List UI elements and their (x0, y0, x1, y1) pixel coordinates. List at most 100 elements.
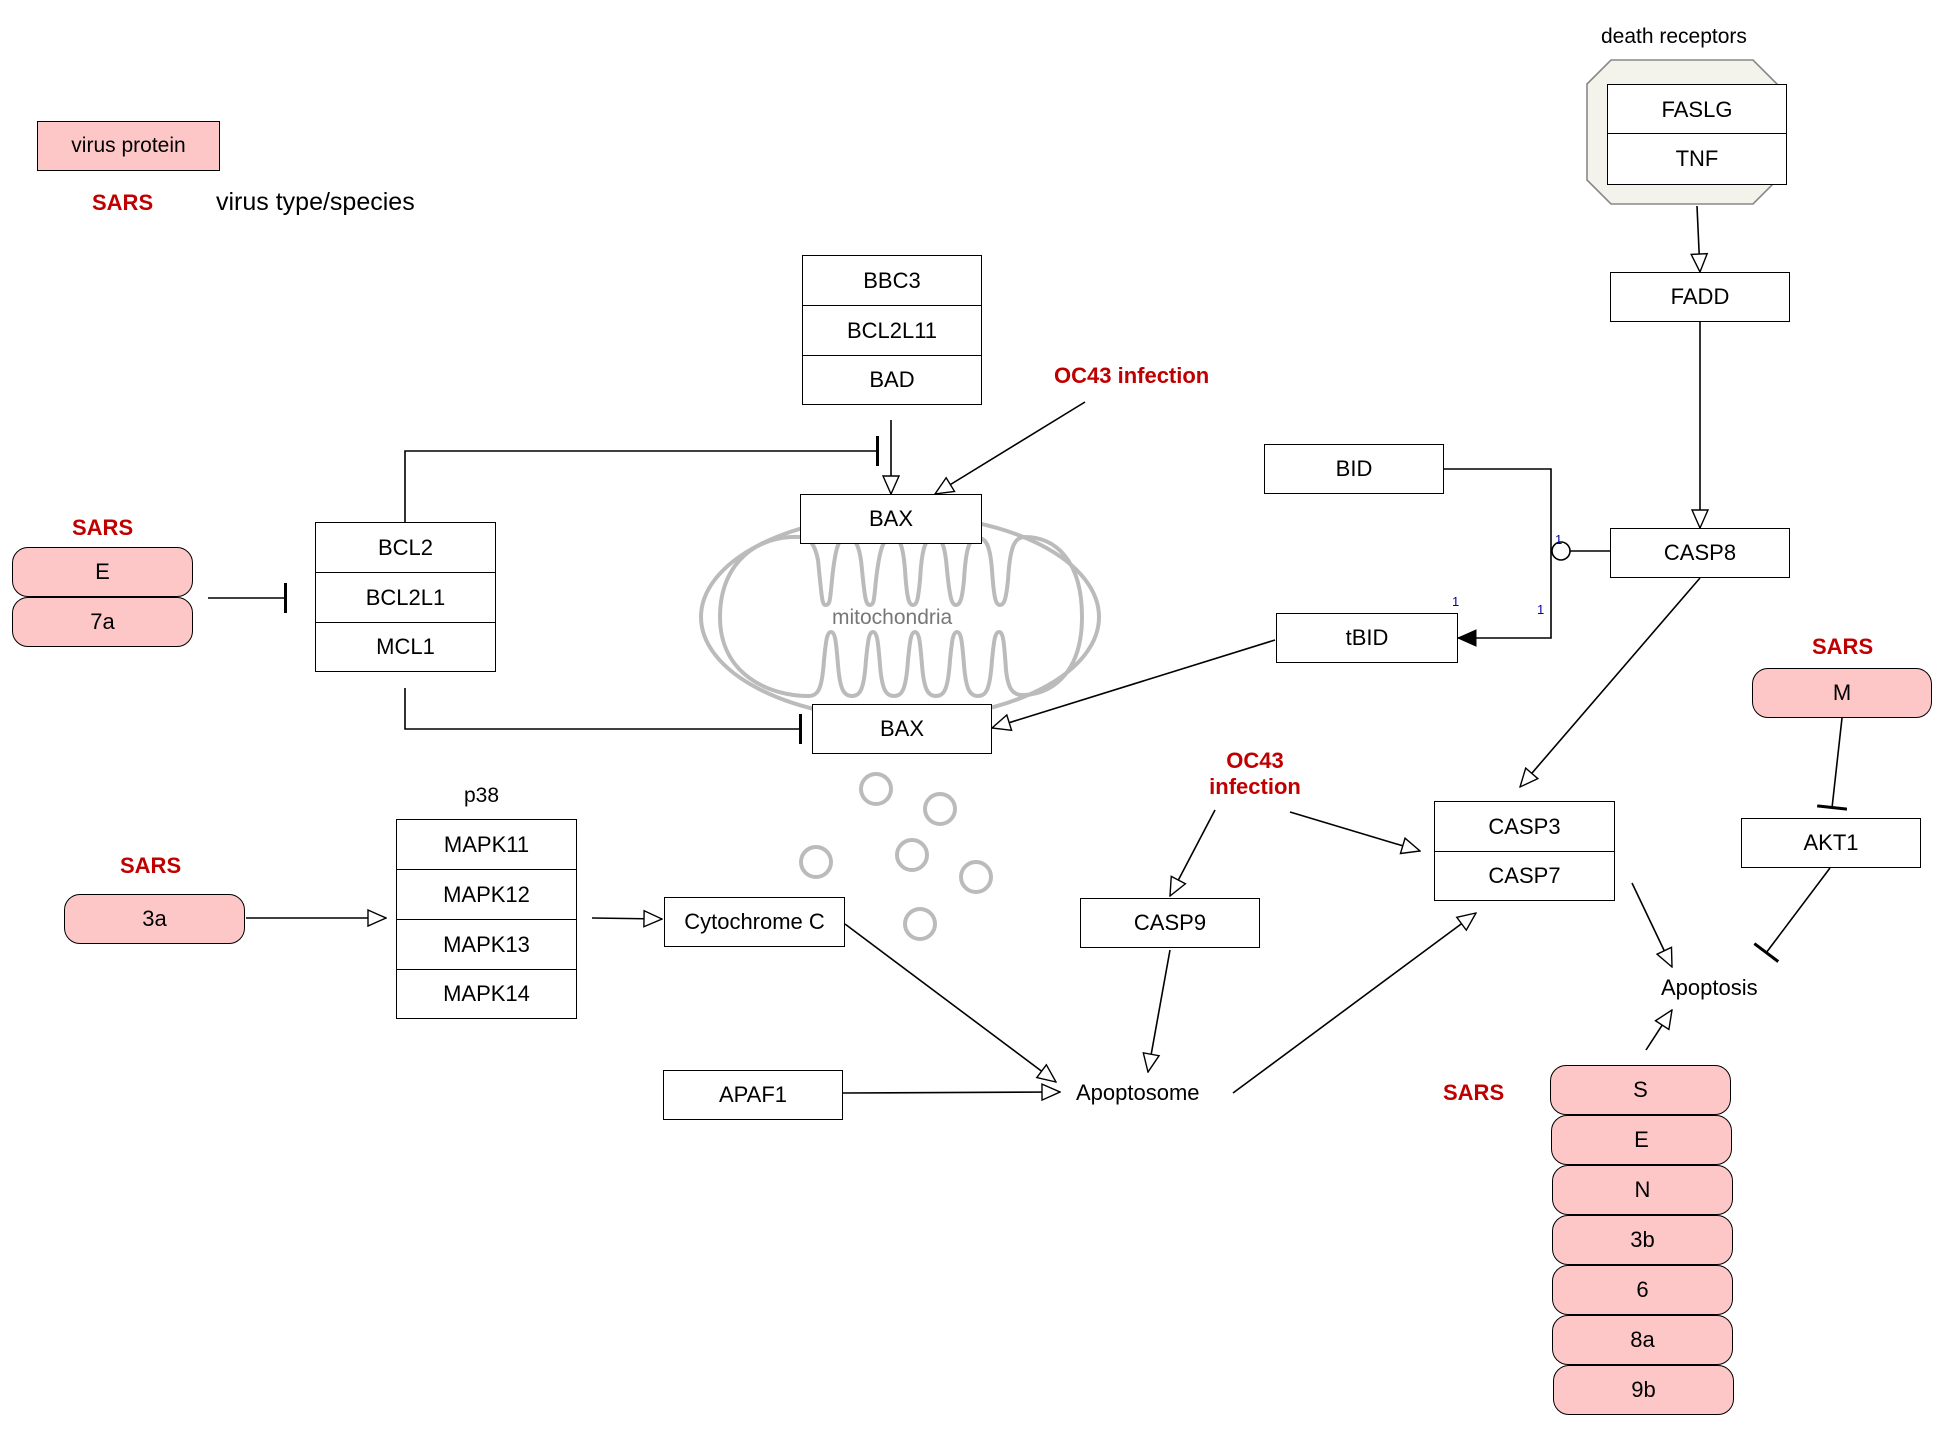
node-casp9: CASP9 (1080, 898, 1260, 948)
node-tnf-label: TNF (1675, 146, 1719, 171)
node-mcl1: MCL1 (315, 622, 496, 672)
virus-protein-3a: 3a (64, 894, 245, 944)
edge-mapk-cytc (591, 918, 662, 919)
legend-virus-protein-box: virus protein (37, 121, 220, 171)
oc43-mid-line1: OC43 (1226, 748, 1284, 773)
node-mapk12-label: MAPK12 (443, 882, 530, 907)
edges (208, 205, 1848, 1093)
oc43-mid-line2: infection (1209, 774, 1301, 799)
edge-akt1-apoptosis (1753, 867, 1831, 963)
edge-m-akt1 (1816, 717, 1848, 811)
node-mapk11-label: MAPK11 (443, 832, 530, 857)
virus-protein-7a: 7a (12, 597, 193, 647)
anchor-number-c: 1 (1537, 602, 1545, 617)
node-mapk13: MAPK13 (396, 919, 577, 971)
virus-protein-n: N (1552, 1165, 1733, 1215)
edge-bid-casp8-node (1551, 541, 1571, 561)
edge-bcl2-bax-top (404, 436, 879, 522)
virus-protein-s: S (1550, 1065, 1731, 1115)
mitochondria-label: mitochondria (832, 606, 953, 629)
sars-label-m: SARS (1812, 634, 1874, 659)
node-bbc3: BBC3 (802, 255, 982, 307)
node-casp3: CASP3 (1434, 801, 1615, 853)
node-cytochrome-c-label: Cytochrome C (684, 909, 825, 934)
virus-protein-e-left-label: E (95, 559, 110, 584)
virus-protein-9b-label: 9b (1631, 1377, 1656, 1402)
virus-protein-9b: 9b (1553, 1365, 1734, 1415)
legend-species-desc: virus type/species (216, 188, 415, 216)
node-tnf: TNF (1607, 133, 1787, 185)
sars-label-3a: SARS (120, 853, 182, 878)
virus-protein-3b-label: 3b (1630, 1227, 1655, 1252)
edge-casp9-apoptosome (1148, 949, 1171, 1072)
node-tbid-label: tBID (1345, 625, 1389, 650)
edge-casp3-apoptosis (1631, 882, 1672, 967)
edge-casp8-casp3 (1520, 577, 1701, 787)
virus-protein-m: M (1752, 668, 1932, 718)
node-bax-top: BAX (800, 494, 982, 544)
virus-protein-n-label: N (1634, 1177, 1651, 1202)
node-bad-label: BAD (869, 367, 915, 392)
node-bcl2: BCL2 (315, 522, 496, 574)
virus-protein-6: 6 (1552, 1265, 1733, 1315)
node-fadd-label: FADD (1670, 284, 1730, 309)
node-casp9-label: CASP9 (1133, 910, 1207, 935)
edge-oc43-casp9 (1170, 809, 1216, 896)
node-casp3-label: CASP3 (1488, 814, 1561, 839)
node-casp8: CASP8 (1610, 528, 1790, 578)
virus-protein-8a: 8a (1552, 1315, 1733, 1365)
node-fasl-label: FASLG (1661, 97, 1733, 122)
death-receptors-label: death receptors (1601, 25, 1747, 48)
oc43-infection-top: OC43 infection (1054, 363, 1210, 388)
node-bad: BAD (802, 355, 982, 405)
node-bcl2l11: BCL2L11 (802, 305, 982, 357)
node-mapk11: MAPK11 (396, 819, 577, 871)
node-akt1: AKT1 (1741, 818, 1921, 868)
sars-label-left: SARS (72, 515, 134, 540)
node-cytochrome-c: Cytochrome C (664, 897, 845, 947)
virus-protein-s-label: S (1633, 1077, 1648, 1102)
apoptosome-label: Apoptosome (1076, 1080, 1200, 1105)
node-fasl: FASLG (1607, 84, 1787, 136)
virus-protein-8a-label: 8a (1630, 1327, 1655, 1352)
node-bcl2-label: BCL2 (377, 535, 434, 560)
virus-protein-6-label: 6 (1636, 1277, 1649, 1302)
node-bax-top-label: BAX (868, 506, 914, 531)
node-casp8-label: CASP8 (1663, 540, 1737, 565)
node-mapk12: MAPK12 (396, 869, 577, 921)
virus-protein-e-left: E (12, 547, 193, 597)
virus-protein-3b: 3b (1552, 1215, 1733, 1265)
virus-protein-3a-label: 3a (142, 906, 167, 931)
node-fadd: FADD (1610, 272, 1790, 322)
node-bcl2l1-label: BCL2L1 (365, 585, 446, 610)
node-tbid: tBID (1276, 613, 1458, 663)
node-bax-bottom-label: BAX (879, 716, 925, 741)
node-bid: BID (1264, 444, 1444, 494)
node-mapk14-label: MAPK14 (443, 981, 530, 1006)
node-mcl1-label: MCL1 (376, 634, 435, 659)
node-apaf1-label: APAF1 (718, 1082, 788, 1107)
virus-protein-m-label: M (1832, 680, 1852, 705)
virus-protein-e: E (1551, 1115, 1732, 1165)
edge-oc43-bax (935, 401, 1086, 494)
node-bcl2l1: BCL2L1 (315, 572, 496, 624)
node-casp7: CASP7 (1434, 851, 1615, 901)
virus-protein-7a-label: 7a (90, 609, 115, 634)
node-casp7-label: CASP7 (1488, 863, 1561, 888)
anchor-number-b: 1 (1452, 594, 1460, 609)
node-mapk14: MAPK14 (396, 969, 577, 1019)
node-mapk13-label: MAPK13 (443, 932, 530, 957)
edge-tbid-bax (992, 639, 1276, 728)
node-bbc3-label: BBC3 (863, 268, 921, 293)
anchor-number-a: 1 (1555, 532, 1563, 547)
edge-bcl2-bax-bottom (404, 688, 802, 744)
edge-cytc-apoptosome (844, 923, 1056, 1082)
oc43-infection-mid: OC43 infection (1195, 748, 1315, 800)
virus-protein-e-label: E (1634, 1127, 1649, 1152)
sars-label-bottom: SARS (1443, 1080, 1505, 1105)
node-bcl2l11-label: BCL2L11 (846, 318, 938, 343)
legend-species-tag: SARS (92, 190, 154, 215)
edge-oc43-casp3 (1289, 811, 1420, 851)
edge-bid-casp8 (1444, 468, 1610, 552)
